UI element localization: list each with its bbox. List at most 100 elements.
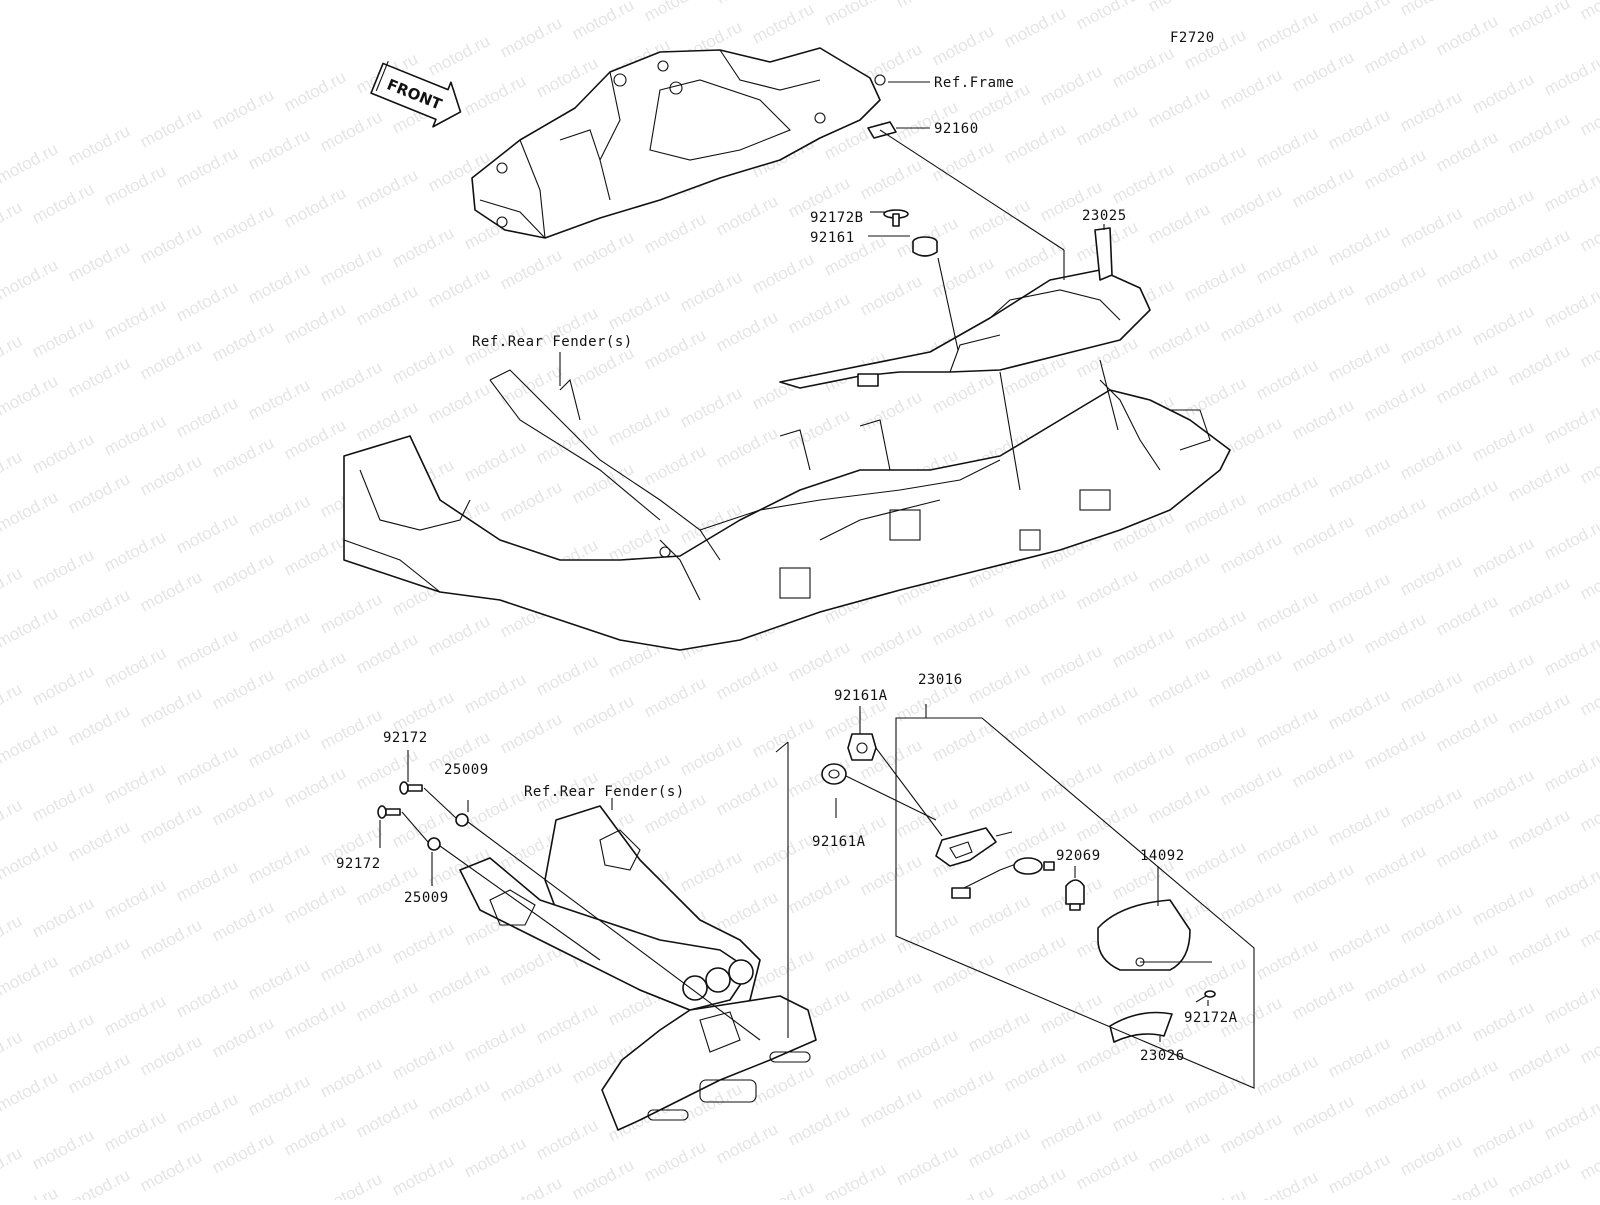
watermark-text: motod.ru	[641, 325, 709, 373]
rear-fender-part	[343, 369, 1231, 651]
watermark-text: motod.ru	[1181, 1185, 1249, 1200]
watermark-text: motod.ru	[857, 271, 925, 319]
watermark-text: motod.ru	[1541, 863, 1600, 911]
watermark-text: motod.ru	[1037, 61, 1105, 109]
watermark-text: motod.ru	[1505, 225, 1573, 273]
watermark-text: motod.ru	[353, 1093, 421, 1141]
watermark-text: motod.ru	[1037, 989, 1105, 1037]
watermark-text: motod.ru	[569, 0, 637, 44]
label-92161: 92161	[810, 230, 855, 246]
watermark-text: motod.ru	[1325, 453, 1393, 501]
watermark-text: motod.ru	[1433, 11, 1501, 59]
watermark-text: motod.ru	[1253, 703, 1321, 751]
watermark-text: motod.ru	[893, 1141, 961, 1189]
label-92172-bottom: 92172	[336, 856, 381, 872]
screw-92172-bottom	[377, 805, 401, 819]
watermark-text: motod.ru	[821, 0, 889, 30]
watermark-text: motod.ru	[461, 437, 529, 485]
watermark-text: motod.ru	[101, 991, 169, 1039]
watermark-text: motod.ru	[1253, 1051, 1321, 1099]
watermark-text: motod.ru	[605, 285, 673, 333]
watermark-text: motod.ru	[785, 289, 853, 337]
bolt-92172b	[883, 209, 909, 227]
watermark-text: motod.ru	[1397, 0, 1465, 20]
watermark-text: motod.ru	[821, 1159, 889, 1200]
watermark-text: motod.ru	[1181, 373, 1249, 421]
watermark-text: motod.ru	[785, 405, 853, 453]
watermark-text: motod.ru	[1073, 101, 1141, 149]
watermark-text: motod.ru	[893, 0, 961, 12]
watermark-text: motod.ru	[137, 1147, 205, 1195]
watermark-text: motod.ru	[1577, 1019, 1600, 1067]
watermark-text: motod.ru	[1397, 87, 1465, 135]
watermark-text: motod.ru	[425, 379, 493, 427]
watermark-text: motod.ru	[425, 611, 493, 659]
watermark-text: motod.ru	[677, 847, 745, 895]
watermark-text: motod.ru	[1469, 533, 1537, 581]
watermark-text: motod.ru	[65, 121, 133, 169]
watermark-text: motod.ru	[137, 451, 205, 499]
watermark-text: motod.ru	[1253, 935, 1321, 983]
watermark-text: motod.ru	[317, 357, 385, 405]
watermark-text: motod.ru	[1217, 761, 1285, 809]
watermark-text: motod.ru	[1433, 1055, 1501, 1103]
watermark-text: motod.ru	[1577, 555, 1600, 603]
watermark-text: motod.ru	[29, 429, 97, 477]
watermark-text: motod.ru	[929, 21, 997, 69]
watermark-text: motod.ru	[1181, 837, 1249, 885]
watermark-text: motod.ru	[1433, 359, 1501, 407]
label-23016: 23016	[918, 672, 963, 688]
watermark-text: motod.ru	[209, 549, 277, 597]
watermark-text: motod.ru	[533, 651, 601, 699]
watermark-text: motod.ru	[1037, 757, 1105, 805]
watermark-text: motod.ru	[209, 665, 277, 713]
watermark-text: motod.ru	[497, 13, 565, 61]
watermark-text: motod.ru	[1397, 203, 1465, 251]
watermark-text: motod.ru	[1361, 1073, 1429, 1121]
watermark-text: motod.ru	[749, 945, 817, 993]
watermark-text: motod.ru	[281, 647, 349, 695]
watermark-text: motod.ru	[29, 1009, 97, 1057]
watermark-text: motod.ru	[1001, 583, 1069, 631]
watermark-text: motod.ru	[1433, 939, 1501, 987]
watermark-text: motod.ru	[965, 659, 1033, 707]
label-25009-top: 25009	[444, 762, 489, 778]
watermark-text: motod.ru	[1397, 435, 1465, 483]
watermark-text: motod.ru	[1325, 569, 1393, 617]
label-92161a-bottom: 92161A	[812, 834, 866, 850]
watermark-text: motod.ru	[1577, 323, 1600, 371]
watermark-text: motod.ru	[317, 589, 385, 637]
watermark-text: motod.ru	[1325, 801, 1393, 849]
watermark-text: motod.ru	[569, 227, 637, 275]
watermark-text: motod.ru	[749, 713, 817, 761]
watermark-text: motod.ru	[1577, 207, 1600, 255]
watermark-text: motod.ru	[0, 1027, 25, 1075]
watermark-text: motod.ru	[1181, 141, 1249, 189]
watermark-text: motod.ru	[713, 771, 781, 819]
watermark-text: motod.ru	[1253, 471, 1321, 519]
watermark-text: motod.ru	[245, 723, 313, 771]
watermark-text: motod.ru	[461, 71, 529, 119]
watermark-text: motod.ru	[1505, 921, 1573, 969]
watermark-text: motod.ru	[1253, 587, 1321, 635]
watermark-text: motod.ru	[281, 1111, 349, 1159]
watermark-text: motod.ru	[461, 1017, 529, 1065]
watermark-text: motod.ru	[1289, 163, 1357, 211]
watermark-text: motod.ru	[821, 1043, 889, 1091]
watermark-text: motod.ru	[1217, 529, 1285, 577]
label-23026: 23026	[1140, 1048, 1185, 1064]
watermark-text: motod.ru	[425, 263, 493, 311]
watermark-text: motod.ru	[677, 267, 745, 315]
watermark-text: motod.ru	[0, 719, 61, 767]
watermark-text: motod.ru	[497, 709, 565, 757]
watermark-text: motod.ru	[497, 245, 565, 293]
watermark-text: motod.ru	[281, 763, 349, 811]
watermark-text: motod.ru	[173, 393, 241, 441]
grommet-92161	[912, 236, 938, 257]
watermark-text: motod.ru	[209, 897, 277, 945]
watermark-text: motod.ru	[1433, 823, 1501, 871]
watermark-text: motod.ru	[1433, 127, 1501, 175]
watermark-text: motod.ru	[1217, 181, 1285, 229]
watermark-text: motod.ru	[533, 999, 601, 1047]
watermark-text: motod.ru	[1325, 917, 1393, 965]
